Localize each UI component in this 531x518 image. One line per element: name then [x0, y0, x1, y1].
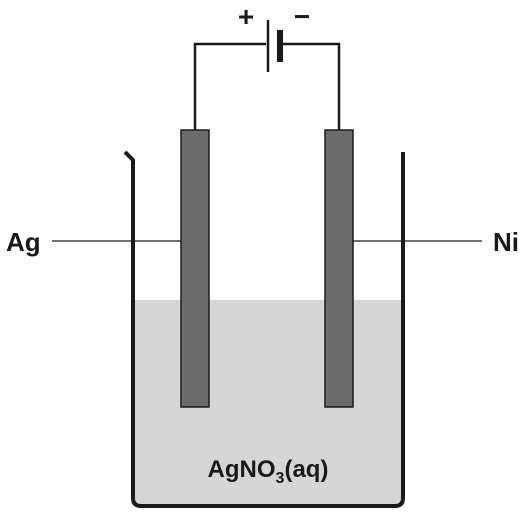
- nickel-electrode: [324, 129, 354, 408]
- ni-label: Ni: [493, 227, 519, 257]
- battery-negative-symbol: −: [294, 1, 310, 32]
- solution-formula-subscript: 3: [276, 470, 285, 487]
- circuit-wire-left: [193, 42, 266, 130]
- solution-formula-state: (aq): [284, 456, 328, 483]
- ag-label: Ag: [6, 227, 41, 257]
- beaker-outline: [123, 150, 405, 508]
- circuit-wire-right: [281, 42, 341, 130]
- silver-electrode: [180, 129, 210, 408]
- battery-positive-symbol: +: [238, 1, 254, 32]
- solution-formula-main: AgNO: [208, 456, 276, 483]
- solution-label: AgNO3(aq): [208, 456, 329, 487]
